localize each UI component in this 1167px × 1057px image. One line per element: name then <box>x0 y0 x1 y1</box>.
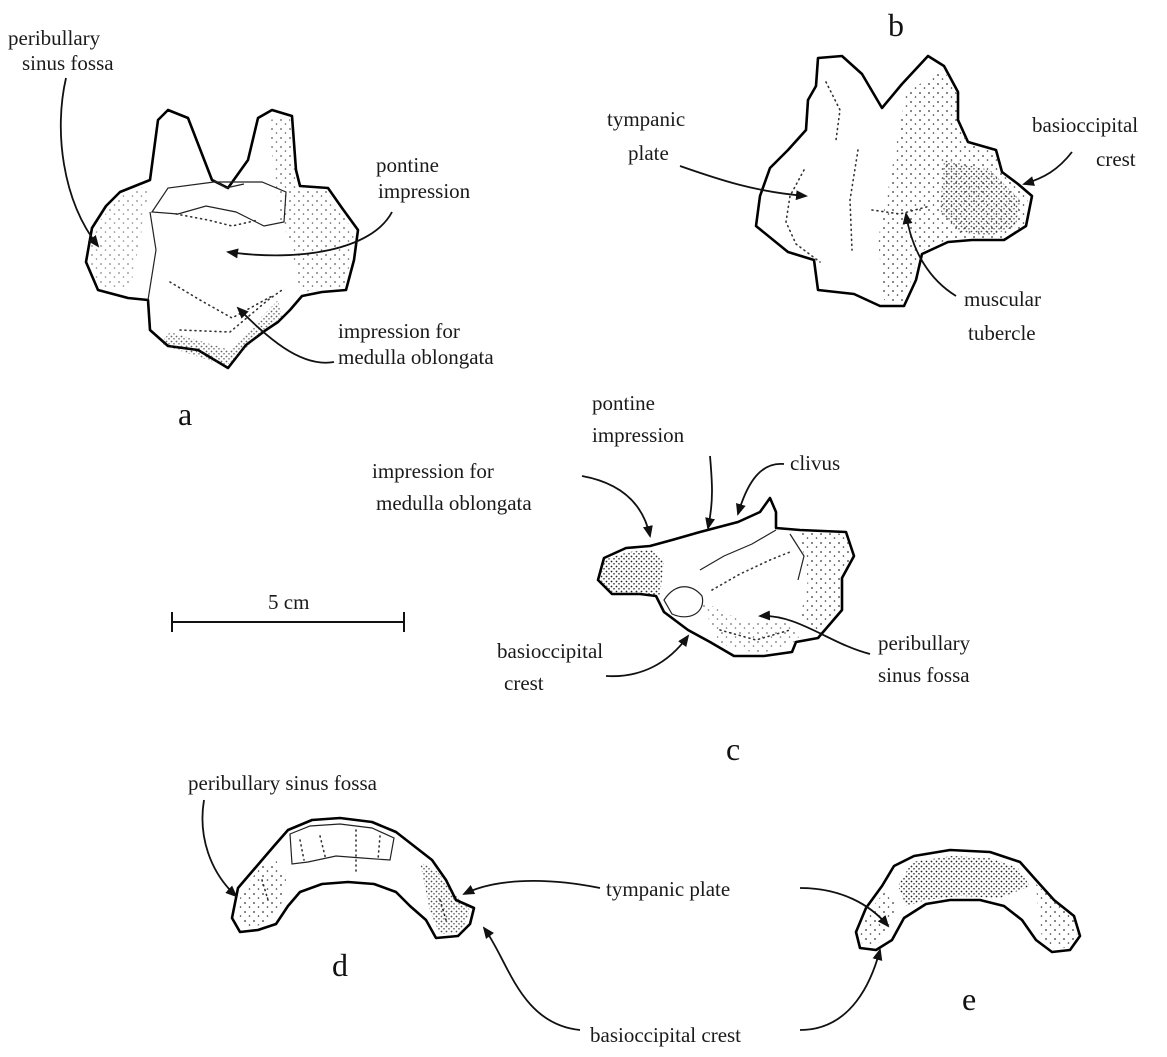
a-pontine-label-1: pontine <box>376 153 439 177</box>
b-tubercle-label-1: muscular <box>964 287 1041 311</box>
panel-d-letter: d <box>332 947 348 983</box>
c-medulla-label-2: medulla oblongata <box>376 491 532 515</box>
d-crest-leader <box>484 928 580 1030</box>
scale-bar-label: 5 cm <box>268 590 309 614</box>
scale-bar: 5 cm <box>172 590 404 632</box>
a-peribullary-leader <box>61 78 98 246</box>
panel-b-letter: b <box>888 7 904 43</box>
c-peribullary-label-1: peribullary <box>878 631 971 655</box>
c-clivus-label: clivus <box>790 451 840 475</box>
c-crest-leader <box>606 636 688 676</box>
panel-b-bone <box>756 56 1032 306</box>
b-tympanic-label-2: plate <box>628 141 669 165</box>
a-peribullary-label-1: peribullary <box>8 26 101 50</box>
c-pontine-label-2: impression <box>592 423 685 447</box>
d-peribullary-label: peribullary sinus fossa <box>188 771 378 795</box>
c-medulla-label-1: impression for <box>372 459 494 483</box>
panel-e-labels: e <box>962 981 976 1017</box>
panel-c-bone <box>598 498 854 656</box>
c-peribullary-label-2: sinus fossa <box>878 663 970 687</box>
c-medulla-leader <box>582 476 650 536</box>
panel-e-bone <box>856 850 1080 952</box>
panel-e-letter: e <box>962 981 976 1017</box>
tympanic-plate-label: tympanic plate <box>606 877 730 901</box>
shared-labels: tympanic plate basioccipital crest <box>464 877 888 1047</box>
c-crest-label-1: basioccipital <box>497 639 603 663</box>
b-crest-leader <box>1024 152 1072 184</box>
c-pontine-leader <box>708 456 712 528</box>
e-crest-leader <box>800 950 880 1030</box>
a-peribullary-label-2: sinus fossa <box>22 51 114 75</box>
b-tympanic-label-1: tympanic <box>607 107 685 131</box>
panel-a-bone <box>86 110 358 368</box>
b-crest-label-2: crest <box>1096 147 1136 171</box>
d-tympanic-leader <box>464 881 600 894</box>
a-medulla-label-1: impression for <box>338 319 460 343</box>
panel-a-letter: a <box>178 396 192 432</box>
panel-d-bone <box>232 818 474 938</box>
a-pontine-label-2: impression <box>378 179 471 203</box>
panel-c-letter: c <box>726 731 740 767</box>
basioccipital-crest-label: basioccipital crest <box>590 1023 741 1047</box>
c-crest-label-2: crest <box>504 671 544 695</box>
d-peribullary-leader <box>202 800 236 896</box>
b-tubercle-label-2: tubercle <box>968 321 1036 345</box>
b-crest-label-1: basioccipital <box>1032 113 1138 137</box>
c-clivus-leader <box>738 464 784 514</box>
a-medulla-label-2: medulla oblongata <box>338 345 494 369</box>
c-pontine-label-1: pontine <box>592 391 655 415</box>
